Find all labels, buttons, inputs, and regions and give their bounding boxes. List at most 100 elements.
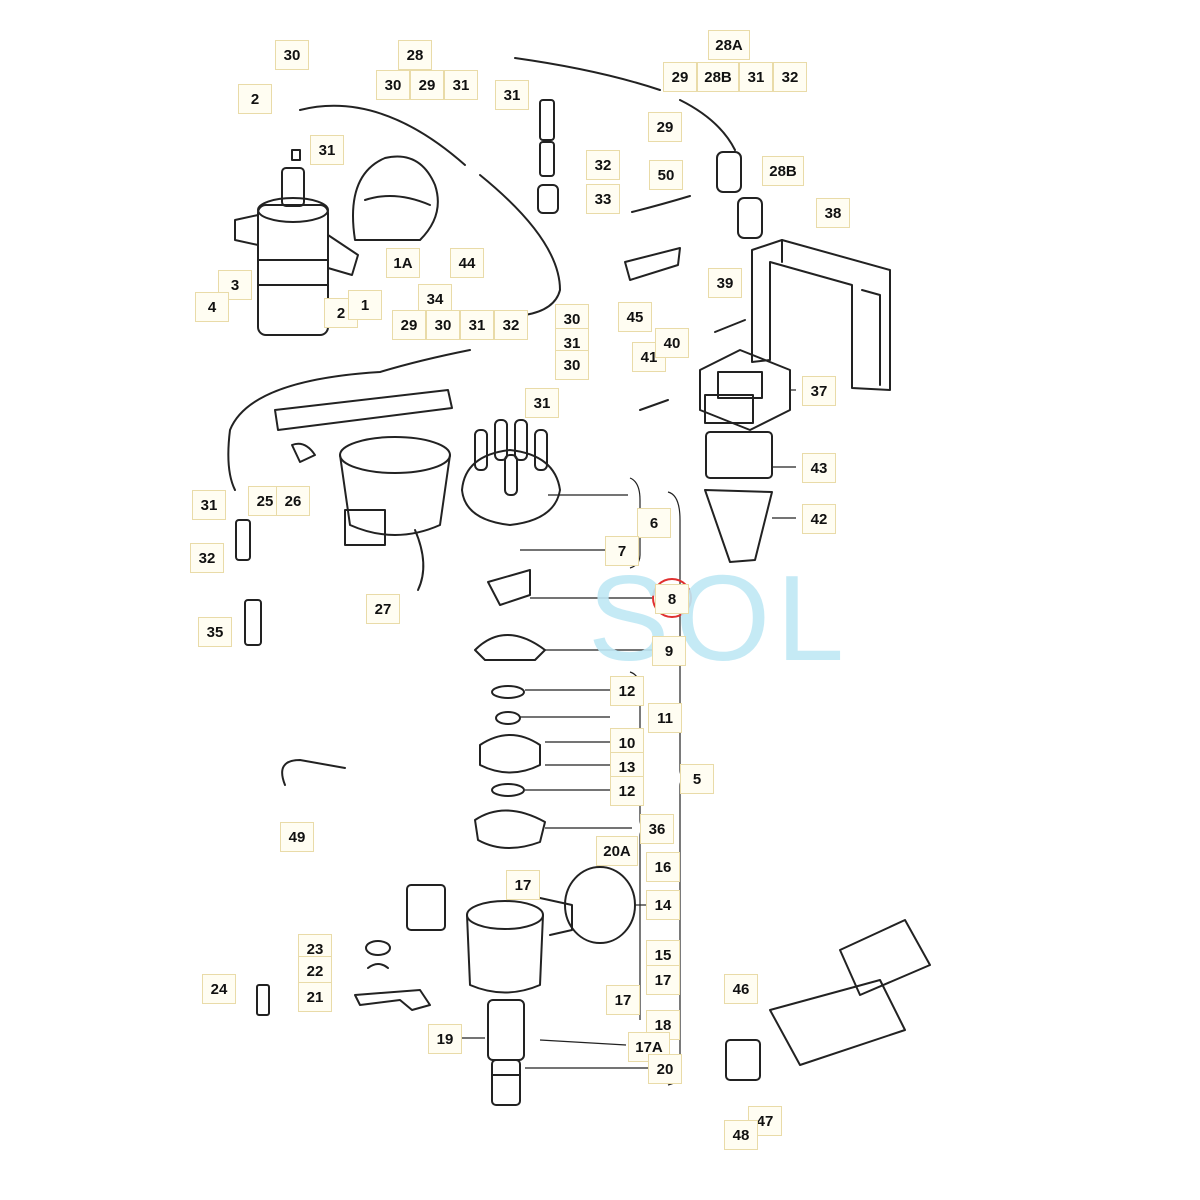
label-1a: 1A: [386, 248, 420, 278]
ground-wire-part: [631, 195, 691, 213]
tube-part: [274, 389, 453, 431]
boot-part: [716, 151, 742, 193]
label-32: 32: [586, 150, 620, 180]
group-28a-item: 32: [773, 62, 807, 92]
label-7: 7: [605, 536, 639, 566]
control-unit-part: [699, 349, 791, 431]
label-42: 42: [802, 504, 836, 534]
label-35: 35: [198, 617, 232, 647]
clip-part: [291, 442, 316, 463]
label-12: 12: [610, 676, 644, 706]
label-31: 31: [495, 80, 529, 110]
distributor-body-part: [466, 900, 544, 1106]
label-31: 31: [525, 388, 559, 418]
nut-part: [365, 940, 391, 956]
label-32: 32: [190, 543, 224, 573]
label-19: 19: [428, 1024, 462, 1054]
label-22: 22: [298, 956, 332, 986]
ht-lead-part: [227, 349, 471, 491]
boot-part: [737, 197, 763, 239]
control-unit-bracket-part: [751, 239, 891, 391]
label-49: 49: [280, 822, 314, 852]
label-9: 9: [652, 636, 686, 666]
vacuum-unit-part: [539, 866, 636, 944]
label-29: 29: [648, 112, 682, 142]
label-2: 2: [238, 84, 272, 114]
label-20a: 20A: [596, 836, 638, 866]
label-6: 6: [637, 508, 671, 538]
group-28-item: 29: [410, 70, 444, 100]
lock-cylinder-part: [725, 919, 931, 1081]
label-28a: 28A: [708, 30, 750, 60]
label-20: 20: [648, 1054, 682, 1084]
plug-connector-part: [539, 99, 555, 141]
boot-cover-part: [352, 155, 439, 241]
spark-plug-part: [244, 599, 262, 646]
circlip-part: [491, 685, 525, 699]
group-28a: 29 28B 31 32: [663, 62, 807, 92]
label-17: 17: [606, 985, 640, 1015]
label-43: 43: [802, 453, 836, 483]
label-50: 50: [649, 160, 683, 190]
label-4: 4: [195, 292, 229, 322]
watermark-text: SOL: [588, 550, 851, 686]
label-5: 5: [680, 764, 714, 794]
group-28a-item: 31: [739, 62, 773, 92]
label-48: 48: [724, 1120, 758, 1150]
label-17: 17: [646, 965, 680, 995]
bolt-part: [256, 984, 270, 1016]
label-21: 21: [298, 982, 332, 1012]
washer-part: [495, 711, 521, 725]
washer-part: [367, 963, 389, 969]
ignition-coil-part: [234, 149, 359, 336]
label-26: 26: [276, 486, 310, 516]
ht-lead-part: [299, 104, 466, 166]
group-34-item: 30: [426, 310, 460, 340]
screw-part: [639, 399, 669, 411]
label-33: 33: [586, 184, 620, 214]
dust-shield-part: [474, 634, 546, 661]
group-34-item: 29: [392, 310, 426, 340]
label-11: 11: [648, 703, 682, 733]
label-12: 12: [610, 776, 644, 806]
plug-connector-part: [539, 141, 555, 177]
label-31: 31: [310, 135, 344, 165]
label-44: 44: [450, 248, 484, 278]
group-28a-item: 29: [663, 62, 697, 92]
label-45: 45: [618, 302, 652, 332]
label-8-highlighted: 8: [655, 584, 689, 614]
label-40: 40: [655, 328, 689, 358]
spark-plug-part: [235, 519, 251, 561]
label-14: 14: [646, 890, 680, 920]
label-24: 24: [202, 974, 236, 1004]
shield-part: [339, 436, 451, 591]
label-27: 27: [366, 594, 400, 624]
group-34: 29 30 31 32: [392, 310, 528, 340]
label-36: 36: [640, 814, 674, 844]
ht-lead-part: [679, 99, 736, 151]
base-plate-part: [474, 809, 546, 850]
label-1: 1: [348, 290, 382, 320]
label-17: 17: [506, 870, 540, 900]
highlight-circle: [652, 578, 692, 618]
hall-sender-part: [479, 734, 541, 774]
group-28-item: 31: [444, 70, 478, 100]
label-38: 38: [816, 198, 850, 228]
clamp-part: [281, 759, 346, 786]
rotor-part: [487, 569, 531, 606]
label-28b: 28B: [762, 156, 804, 186]
group-34-item: 31: [460, 310, 494, 340]
ht-lead-part: [514, 57, 661, 91]
distributor-cap-part: [461, 419, 561, 526]
label-47: 47: [748, 1106, 782, 1136]
label-16: 16: [646, 852, 680, 882]
group-28a-item: 28B: [697, 62, 739, 92]
label-30: 30: [275, 40, 309, 70]
label-31: 31: [192, 490, 226, 520]
plug-connector-part: [537, 184, 559, 214]
connector-part: [705, 431, 773, 479]
plug-part: [406, 884, 446, 931]
clip-part: [624, 247, 681, 281]
rubber-boot-part: [704, 489, 773, 563]
